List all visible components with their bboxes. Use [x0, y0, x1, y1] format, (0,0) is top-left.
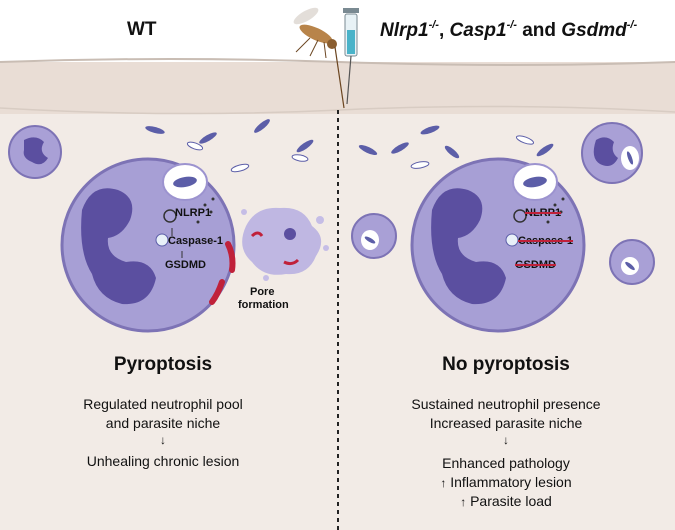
epidermis-layer	[0, 62, 675, 114]
left-down-arrow: ↓	[160, 433, 166, 447]
and-word: and	[522, 20, 557, 41]
right-line5: Parasite load	[470, 493, 552, 509]
infected-neutrophil-right-bottom	[609, 239, 655, 285]
up-arrow-icon: ↑	[460, 495, 467, 509]
knockout-header: Nlrp1-/-, Casp1-/- and Gsdmd-/-	[380, 19, 638, 41]
wt-header: WT	[127, 19, 157, 40]
left-line1: Regulated neutrophil pool	[83, 396, 243, 412]
separator: ,	[438, 20, 445, 41]
nlrp1-label-struck: NLRP1	[525, 207, 562, 219]
gsdmd-label: GSDMD	[165, 259, 206, 271]
small-neutrophil-left	[8, 125, 62, 179]
caspase1-label: Caspase-1	[168, 235, 224, 247]
gsdmd-label-struck: GSDMD	[515, 259, 556, 271]
syringe-icon	[343, 8, 359, 105]
neutrophil-wt	[60, 157, 236, 333]
right-line2: Increased parasite niche	[429, 415, 583, 431]
mosquito-icon	[293, 7, 345, 109]
right-line3: Enhanced pathology	[442, 455, 570, 471]
right-line1: Sustained neutrophil presence	[411, 396, 601, 412]
right-line4: Inflammatory lesion	[450, 474, 572, 490]
left-line2: and parasite niche	[105, 415, 221, 431]
up-arrow-icon: ↑	[440, 476, 447, 490]
parasites-right	[358, 125, 554, 169]
parasites-left	[145, 119, 314, 173]
dermis-boundary	[0, 105, 675, 115]
caspase1-label-struck: Caspase-1	[518, 235, 574, 247]
right-line4-row: ↑ Inflammatory lesion	[440, 475, 571, 489]
pore-mark	[209, 279, 225, 305]
infected-neutrophil-right-top	[581, 122, 643, 184]
pore-mark	[225, 241, 236, 273]
right-down-arrow: ↓	[503, 433, 509, 447]
no-pyroptosis-title: No pyroptosis	[442, 354, 570, 375]
gene-gsdmd: Gsdmd	[561, 20, 627, 41]
gene-casp1: Casp1	[449, 20, 507, 41]
nlrp1-label: NLRP1	[175, 207, 212, 219]
right-line5-row: ↑ Parasite load	[460, 494, 552, 508]
skin-surface	[0, 58, 675, 66]
knockout-sup: -/-	[428, 19, 439, 31]
pyroptotic-cell	[241, 207, 329, 281]
formation-label: formation	[238, 299, 289, 311]
neutrophil-knockout	[410, 157, 586, 333]
knockout-sup: -/-	[626, 19, 638, 31]
knockout-sup: -/-	[506, 19, 517, 31]
pore-label: Pore	[250, 286, 275, 298]
left-line3: Unhealing chronic lesion	[86, 453, 240, 469]
gene-nlrp1: Nlrp1	[380, 20, 429, 41]
pyroptosis-title: Pyroptosis	[113, 354, 213, 375]
infected-neutrophil-right-left	[351, 213, 397, 259]
